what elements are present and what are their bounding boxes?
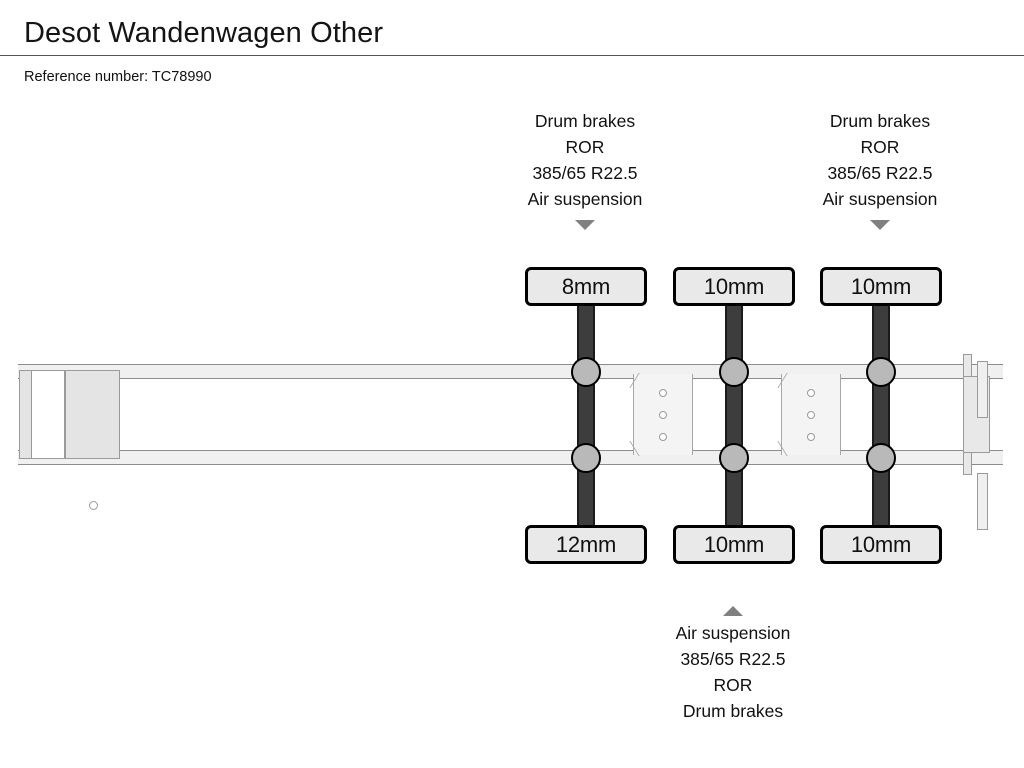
spec-line-make: ROR [713, 675, 753, 695]
reference-number: Reference number: TC78990 [24, 69, 212, 85]
cross-member-hole-icon [807, 410, 815, 419]
header-divider [0, 55, 1024, 56]
cross-member-hole-icon [807, 388, 815, 397]
cross-member-hole-icon [659, 432, 667, 441]
axle-bar-2 [725, 297, 743, 542]
tread-badge-3-top: 10mm [820, 267, 942, 306]
front-gap-panel [32, 370, 65, 459]
axle-bar-1 [577, 297, 595, 542]
cross-member-hole-icon [659, 388, 667, 397]
kingpin-hole-icon [89, 501, 98, 510]
arrow-up-icon-axle-2 [723, 606, 743, 616]
cross-member-holes [807, 388, 815, 441]
tread-badge-1-bottom: 12mm [525, 525, 647, 564]
spec-line-make: ROR [565, 137, 605, 157]
tread-badge-3-bottom: 10mm [820, 525, 942, 564]
spec-block-top-axle-3: Drum brakes ROR 385/65 R22.5 Air suspens… [750, 108, 1010, 212]
cross-member-1 [633, 374, 693, 455]
spec-block-bottom-axle-2: Air suspension 385/65 R22.5 ROR Drum bra… [603, 620, 863, 724]
spec-line-make: ROR [860, 137, 900, 157]
rear-bumper-bottom [977, 473, 988, 530]
wheel-hub-3-top [866, 357, 896, 387]
spec-line-suspension: Air suspension [527, 189, 643, 209]
wheel-hub-2-bottom [719, 443, 749, 473]
spec-line-suspension: Air suspension [675, 623, 791, 643]
spec-line-tyre-size: 385/65 R22.5 [827, 163, 933, 183]
wheel-hub-2-top [719, 357, 749, 387]
tread-badge-1-top: 8mm [525, 267, 647, 306]
page-title: Desot Wandenwagen Other [24, 17, 384, 49]
tread-badge-2-bottom: 10mm [673, 525, 795, 564]
chassis-rail-bottom [18, 450, 1003, 465]
wheel-hub-1-top [571, 357, 601, 387]
spec-line-brakes: Drum brakes [829, 111, 931, 131]
arrow-down-icon-axle-2 [575, 220, 595, 230]
rear-bumper-top [977, 361, 988, 418]
spec-block-top-axle-2: Drum brakes ROR 385/65 R22.5 Air suspens… [455, 108, 715, 212]
spec-line-suspension: Air suspension [822, 189, 938, 209]
page-header: Desot Wandenwagen Other Reference number… [0, 0, 1024, 92]
arrow-down-icon-axle-3 [870, 220, 890, 230]
spec-line-brakes: Drum brakes [534, 111, 636, 131]
spec-line-brakes: Drum brakes [682, 701, 784, 721]
wheel-hub-3-bottom [866, 443, 896, 473]
cross-member-hole-icon [659, 410, 667, 419]
cross-member-holes [659, 388, 667, 441]
chassis-rail-top [18, 364, 1003, 379]
axle-bar-3 [872, 297, 890, 542]
spec-line-tyre-size: 385/65 R22.5 [680, 649, 786, 669]
spec-line-tyre-size: 385/65 R22.5 [532, 163, 638, 183]
cross-member-hole-icon [807, 432, 815, 441]
tread-badge-2-top: 10mm [673, 267, 795, 306]
front-end-bar [19, 370, 32, 459]
wheel-hub-1-bottom [571, 443, 601, 473]
cross-member-2 [781, 374, 841, 455]
kingpin-plate [65, 370, 120, 459]
trailer-axle-diagram: Drum brakes ROR 385/65 R22.5 Air suspens… [0, 92, 1024, 768]
